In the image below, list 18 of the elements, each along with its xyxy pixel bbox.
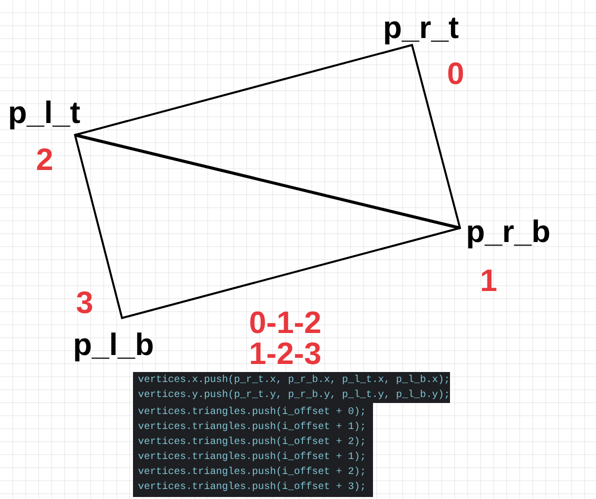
code-line: vertices.triangles.push(i_offset + 2); xyxy=(138,466,366,480)
vertex-label: p_l_b xyxy=(73,329,154,360)
triangle-indices: 1-2-3 xyxy=(249,338,322,369)
code-line: vertices.y.push(p_r_t.y, p_r_b.y, p_l_t.y, p_l_b.y); xyxy=(138,388,450,403)
code-line: vertices.triangles.push(i_offset + 1); xyxy=(138,450,366,465)
code-line: vertices.x.push(p_r_t.x, p_r_b.x, p_l_t.x, p_l_b.x); xyxy=(138,374,450,388)
vertex-label: p_l_t xyxy=(8,97,80,128)
code-line: vertices.triangles.push(i_offset + 3); xyxy=(138,480,366,495)
code-line: vertices.triangles.push(i_offset + 1); xyxy=(138,420,366,435)
vertex-index: 0 xyxy=(447,58,464,89)
vertex-index: 3 xyxy=(76,287,94,318)
vertex-index: 1 xyxy=(480,265,498,296)
code-line: vertices.triangles.push(i_offset + 2); xyxy=(138,436,366,450)
vertex-label: p_r_b xyxy=(466,216,550,247)
vertex-label: p_r_t xyxy=(383,12,459,43)
code-line: vertices.triangles.push(i_offset + 0); xyxy=(138,406,366,420)
vertex-index: 2 xyxy=(36,144,54,175)
triangle-indices: 0-1-2 xyxy=(249,307,322,338)
